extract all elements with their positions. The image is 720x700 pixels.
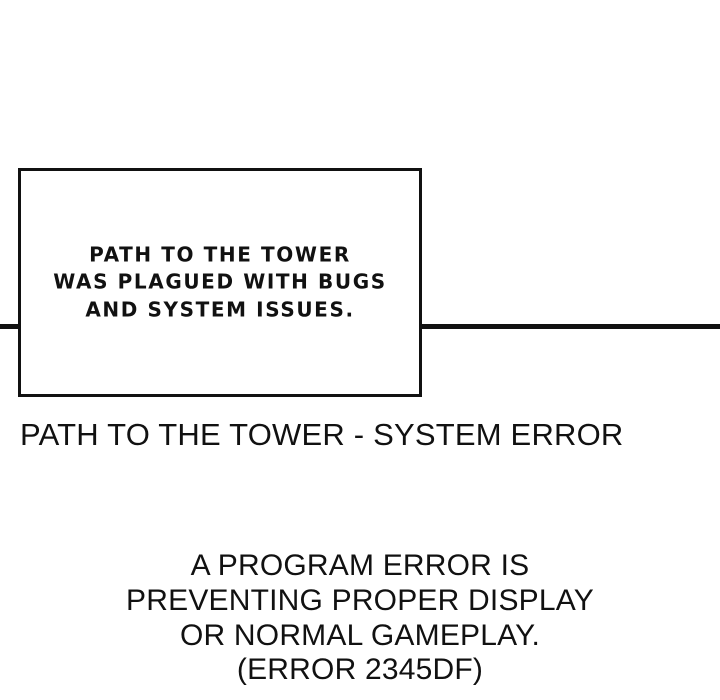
error-message-line-1: A PROGRAM ERROR IS — [190, 549, 530, 582]
error-message-line-2: PREVENTING PROPER DISPLAY — [126, 583, 594, 617]
error-message-line-3: OR NORMAL GAMEPLAY. — [179, 618, 540, 652]
page-title: PATH TO THE TOWER - SYSTEM ERROR — [20, 417, 624, 452]
error-message-block: A PROGRAM ERROR IS PREVENTING PROPER DIS… — [0, 549, 720, 688]
error-code: (ERROR 2345DF) — [236, 653, 484, 687]
narration-panel: PATH TO THE TOWER WAS PLAGUED WITH BUGS … — [18, 168, 422, 397]
panel-narration-text: PATH TO THE TOWER WAS PLAGUED WITH BUGS … — [53, 242, 387, 322]
